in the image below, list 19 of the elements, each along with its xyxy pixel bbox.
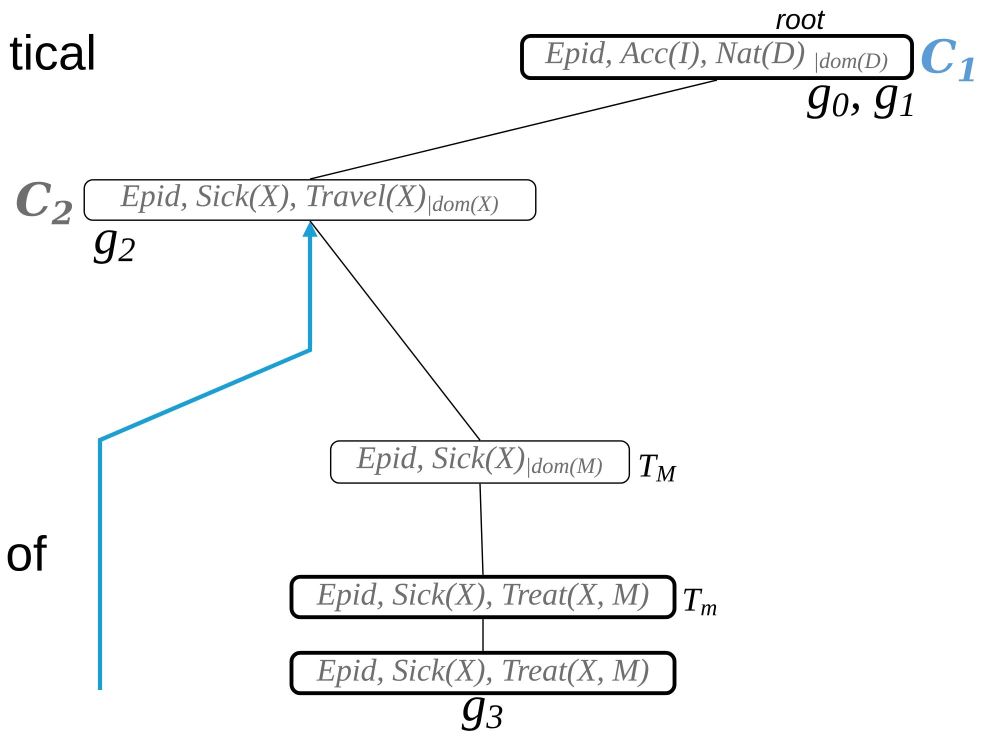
cluster-label: C$_{2}$ <box>16 182 72 224</box>
tree-edge <box>479 484 484 575</box>
tree-label: T$_{M}$ <box>640 454 677 482</box>
root-label: root <box>776 10 826 30</box>
tree-edge <box>482 619 484 651</box>
text-fragment: of <box>8 534 47 572</box>
formula-box: Epid, Acc(I), Nat(D) $_{|dom(D)}$ <box>520 34 914 80</box>
tree-edge <box>310 79 718 180</box>
tree-edge <box>309 220 481 441</box>
graph-label: g$_{3}$ <box>462 697 502 731</box>
graph-label: g$_{2}$ <box>94 230 135 264</box>
formula-box: Epid, Sick(X), Travel(X)$_{|dom(X)}$ <box>84 179 536 221</box>
graph-label: g$_{0}$, g$_{1}$ <box>807 85 912 119</box>
cluster-label: C$_{1}$ <box>922 38 974 82</box>
formula-box: Epid, Sick(X), Treat(X, M) <box>290 574 676 620</box>
text-fragment: tical <box>10 34 94 70</box>
tree-label: T$_{m}$ <box>684 588 716 616</box>
formula-box: Epid, Sick(X), Treat(X, M) <box>290 650 676 696</box>
formula-box: Epid, Sick(X)$_{|dom(M)}$ <box>330 440 630 484</box>
